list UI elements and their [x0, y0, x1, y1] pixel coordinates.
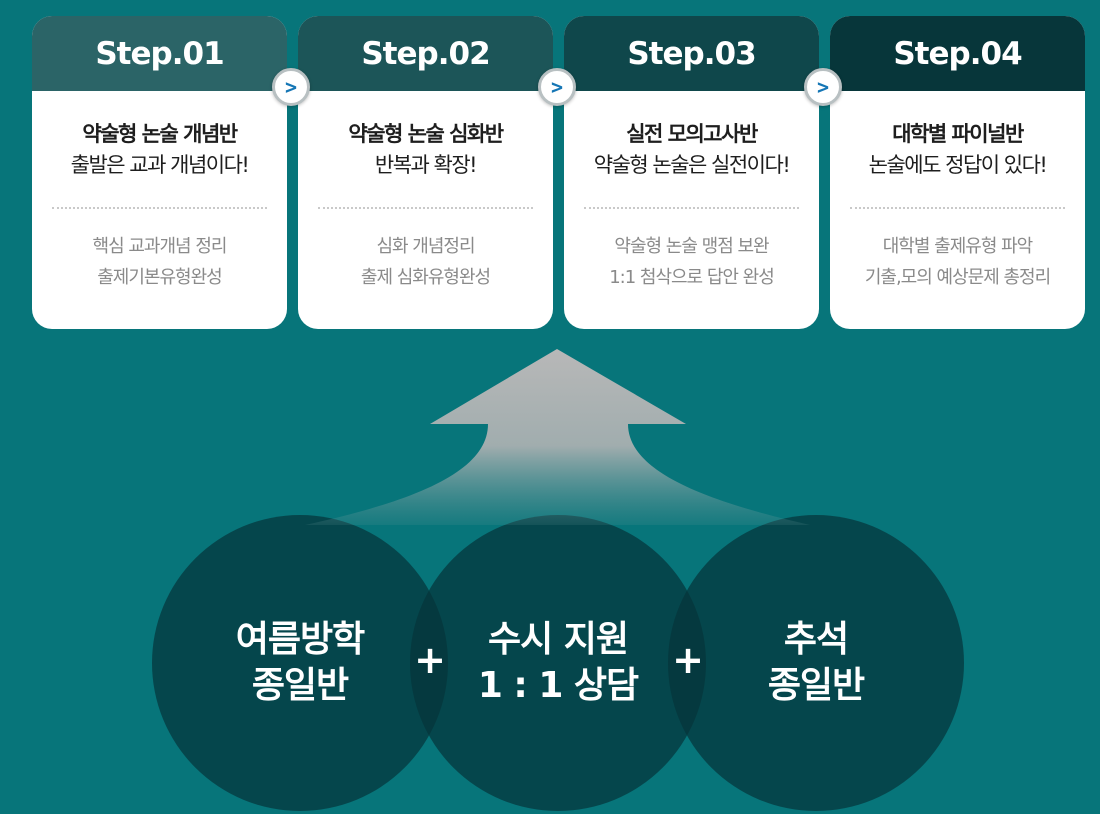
- circle-label: 수시 지원: [487, 619, 629, 660]
- step-card-4: Step.04 대학별 파이널반 논술에도 정답이 있다! 대학별 출제유형 파…: [830, 16, 1085, 329]
- step-subtitle: 약술형 논술은 실전이다!: [593, 153, 791, 177]
- step-description: 핵심 교과개념 정리: [92, 236, 228, 257]
- step-description: 기출,모의 예상문제 총정리: [864, 267, 1051, 288]
- step-header: Step.03: [564, 16, 819, 91]
- program-circle-summer: 여름방학 종일반: [152, 515, 448, 811]
- program-circle-chuseok: 추석 종일반: [668, 515, 964, 811]
- plus-icon: +: [672, 638, 704, 682]
- step-header: Step.04: [830, 16, 1085, 91]
- dotted-divider: [850, 207, 1065, 209]
- step-card-3: Step.03 실전 모의고사반 약술형 논술은 실전이다! 약술형 논술 맹점…: [564, 16, 819, 329]
- chevron-right-icon: >: [538, 68, 576, 106]
- step-header: Step.02: [298, 16, 553, 91]
- circle-label: 종일반: [767, 665, 865, 706]
- step-subtitle: 논술에도 정답이 있다!: [868, 153, 1048, 177]
- step-subtitle: 출발은 교과 개념이다!: [70, 153, 250, 177]
- step-header: Step.01: [32, 16, 287, 91]
- step-subtitle: 반복과 확장!: [374, 153, 478, 177]
- chevron-right-icon: >: [804, 68, 842, 106]
- dotted-divider: [318, 207, 533, 209]
- circle-label: 추석: [783, 619, 849, 660]
- plus-icon: +: [414, 638, 446, 682]
- step-card-2: Step.02 약술형 논술 심화반 반복과 확장! 심화 개념정리 출제 심화…: [298, 16, 553, 329]
- step-title: 약술형 논술 개념반: [82, 122, 238, 146]
- step-description: 심화 개념정리: [376, 236, 475, 257]
- step-title: 실전 모의고사반: [626, 122, 758, 146]
- step-description: 출제 심화유형완성: [360, 267, 491, 288]
- step-title: 대학별 파이널반: [892, 122, 1024, 146]
- step-description: 출제기본유형완성: [97, 267, 222, 288]
- circle-label: 종일반: [251, 665, 349, 706]
- program-circle-consult: 수시 지원 1 : 1 상담: [410, 515, 706, 811]
- step-title: 약술형 논술 심화반: [348, 122, 504, 146]
- step-card-1: Step.01 약술형 논술 개념반 출발은 교과 개념이다! 핵심 교과개념 …: [32, 16, 287, 329]
- step-description: 1:1 첨삭으로 답안 완성: [609, 267, 775, 288]
- dotted-divider: [584, 207, 799, 209]
- chevron-right-icon: >: [272, 68, 310, 106]
- circle-label: 여름방학: [235, 619, 365, 660]
- circle-label: 1 : 1 상담: [477, 665, 639, 706]
- step-description: 약술형 논술 맹점 보완: [614, 236, 769, 257]
- dotted-divider: [52, 207, 267, 209]
- step-description: 대학별 출제유형 파악: [882, 236, 1033, 257]
